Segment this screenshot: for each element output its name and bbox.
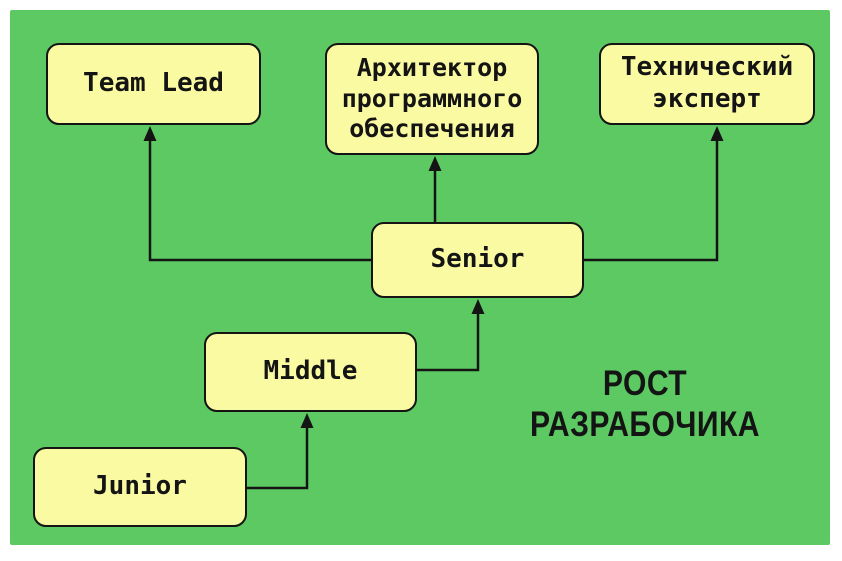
node-tech-expert: Технический эксперт (599, 43, 815, 125)
diagram-title: РОСТ РАЗРАБОЧИКА (516, 363, 774, 446)
node-tech-expert-label: Технический эксперт (620, 52, 794, 114)
node-architect: Архитектор программного обеспечения (325, 43, 539, 155)
node-team-lead: Team Lead (46, 43, 261, 125)
node-middle-label: Middle (263, 356, 358, 387)
node-senior-label: Senior (430, 244, 525, 275)
node-middle: Middle (204, 332, 417, 412)
node-senior: Senior (371, 222, 584, 298)
node-team-lead-label: Team Lead (83, 68, 224, 99)
diagram-title-line2: РАЗРАБОЧИКА (530, 405, 760, 445)
diagram-title-line1: РОСТ (602, 364, 688, 403)
node-architect-label: Архитектор программного обеспечения (341, 53, 523, 144)
node-junior: Junior (33, 447, 247, 527)
node-junior-label: Junior (93, 471, 187, 502)
